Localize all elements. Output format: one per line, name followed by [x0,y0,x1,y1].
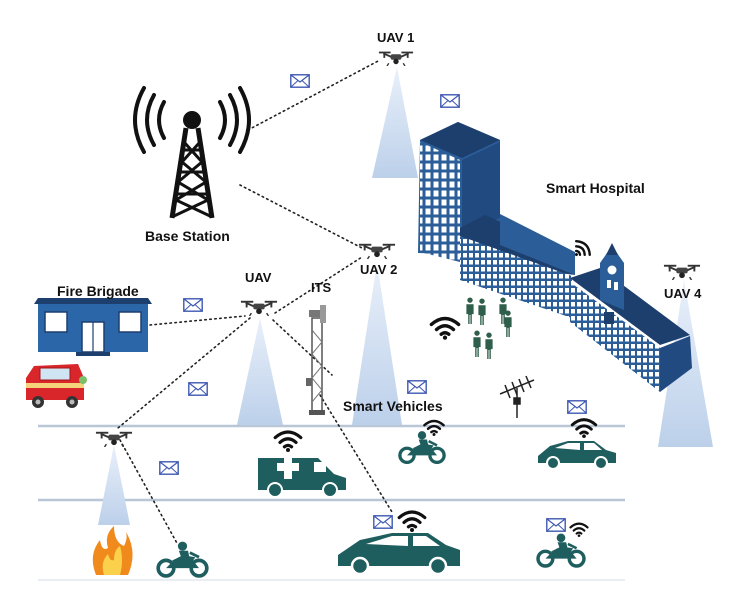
drone-uav4 [663,263,701,280]
label-fire-brigade: Fire Brigade [57,283,139,299]
hospital-building-icon [418,122,692,392]
ambulance-icon [258,457,346,498]
drone-uav [240,299,278,316]
drone-uav1 [378,50,414,66]
car-icon-large [338,533,460,576]
label-uav2: UAV 2 [360,262,398,277]
label-its: ITS [311,280,332,295]
cell-tower-icon [133,86,251,219]
its-tower-icon [306,305,326,415]
label-smart-hospital: Smart Hospital [546,180,645,196]
fire-icon [92,526,133,575]
label-uav4: UAV 4 [664,286,702,301]
communication-links [117,59,393,546]
label-smart-vehicles: Smart Vehicles [343,398,443,414]
label-uav1: UAV 1 [377,30,415,45]
fire-truck-icon [26,364,87,408]
drone-uav2 [358,242,396,259]
fire-station-icon [34,298,152,356]
car-icon [538,441,616,470]
label-uav: UAV [245,270,272,285]
drone-road [95,430,133,447]
people-icon [466,297,512,359]
antenna-icon [499,375,535,418]
label-base-station: Base Station [145,228,230,244]
road-lines [38,424,625,581]
